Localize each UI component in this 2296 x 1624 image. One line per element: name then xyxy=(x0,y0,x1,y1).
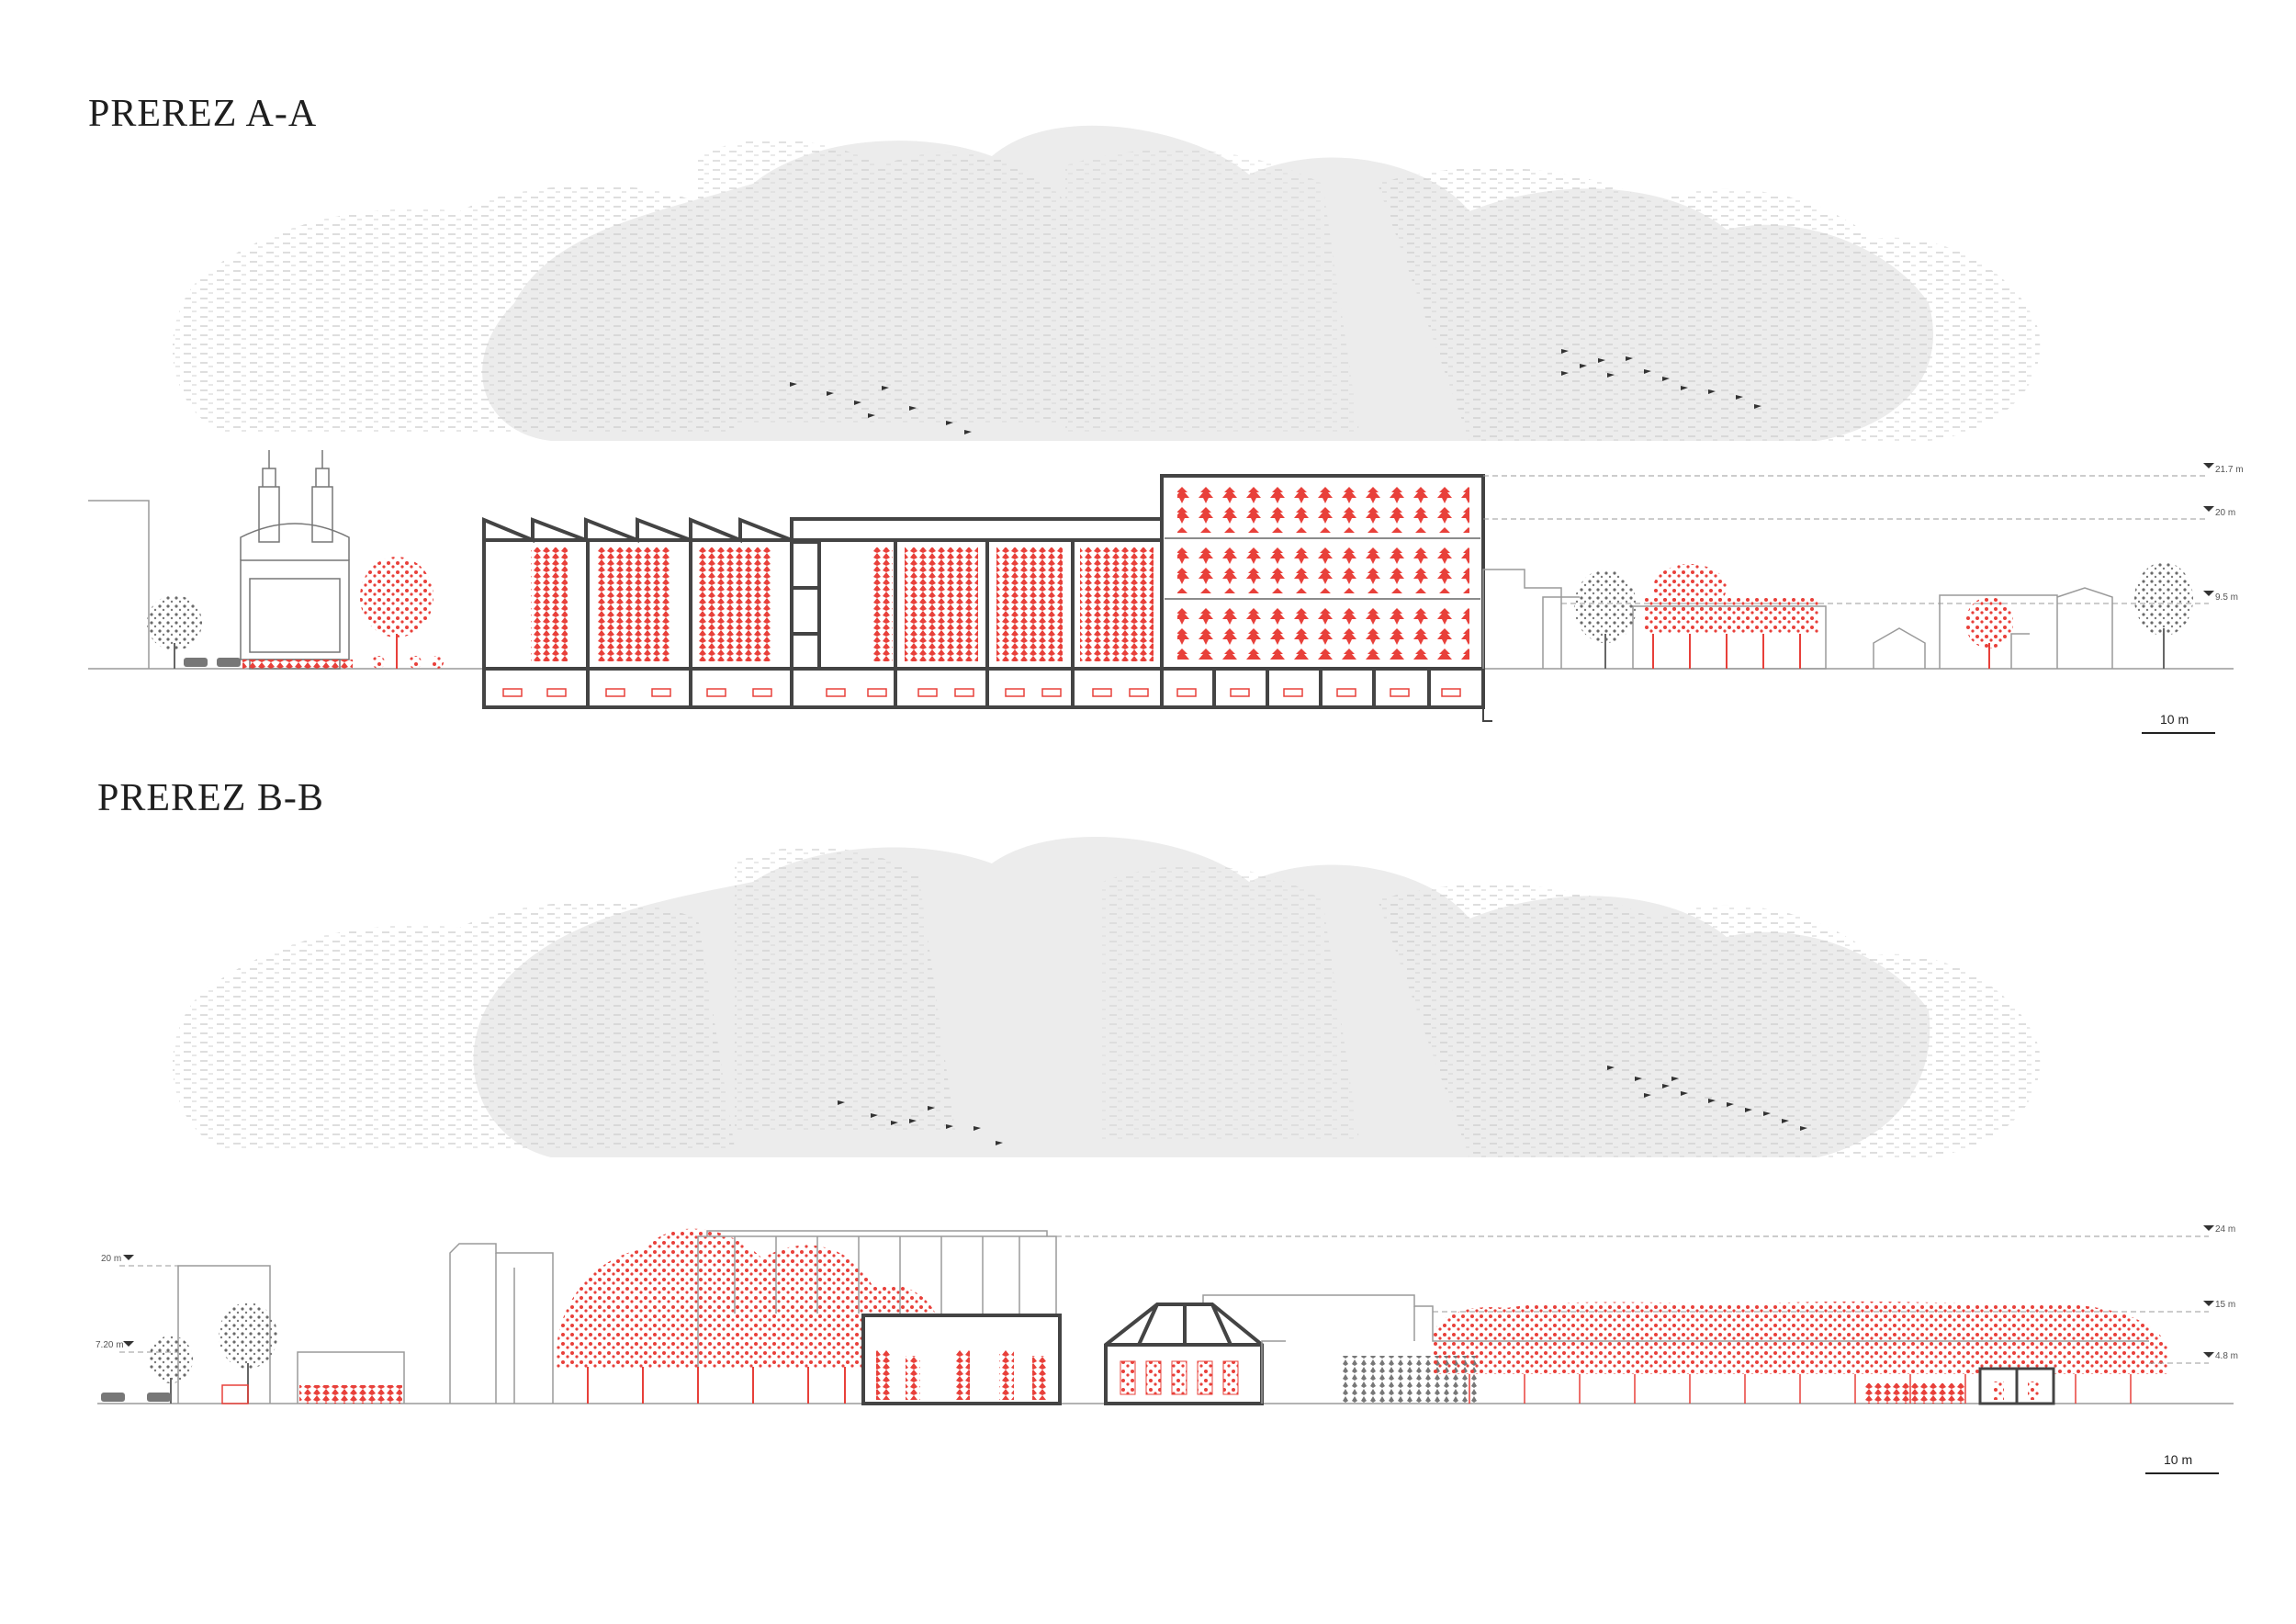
red-tree-row xyxy=(556,1228,942,1404)
red-bench xyxy=(221,1384,249,1404)
basement-tanks xyxy=(502,688,1461,697)
vertical-vines xyxy=(531,547,771,661)
scale-label: 10 m xyxy=(2160,712,2189,727)
greenhouse xyxy=(861,1314,1062,1405)
car-icon xyxy=(184,658,241,667)
section-a-a: 21.7 m 20 m 9.5 m 10 m xyxy=(88,125,2244,734)
red-hedge xyxy=(1864,1383,1965,1404)
level-label: 20 m xyxy=(101,1254,121,1264)
car-icon xyxy=(101,1393,171,1402)
section-b-b: 20 m 7.20 m 24 m 15 m 4.8 m 10 m xyxy=(96,837,2238,1474)
bird-flock-icon xyxy=(838,1066,1807,1145)
level-arrow-icon xyxy=(123,1225,2214,1358)
sawtooth-hall xyxy=(482,517,793,669)
red-tree-row xyxy=(1433,1301,2167,1404)
tree-icon xyxy=(149,1336,193,1404)
cloud-texture xyxy=(172,837,2041,1157)
context-buildings-right xyxy=(1482,569,2113,669)
vertical-farm-block xyxy=(1160,474,1485,671)
truss-hall-beds xyxy=(1120,1360,1239,1395)
tree-icon xyxy=(1574,570,1637,669)
level-markers xyxy=(1483,475,2209,604)
level-label: 7.20 m xyxy=(96,1340,124,1350)
level-label: 20 m xyxy=(2215,508,2235,518)
silos xyxy=(697,1230,1057,1367)
red-hedge xyxy=(299,1385,402,1404)
cloud-texture xyxy=(172,125,2041,441)
foundation-step xyxy=(1482,707,1492,722)
section-title-b: PREREZ B-B xyxy=(97,777,324,819)
context-building xyxy=(88,500,150,669)
level-markers xyxy=(119,1235,2209,1364)
scale-label: 10 m xyxy=(2164,1452,2192,1467)
tree-icon xyxy=(2134,562,2193,669)
level-label: 4.8 m xyxy=(2215,1351,2238,1361)
section-title-a: PREREZ A-A xyxy=(88,93,318,135)
level-arrow-icon xyxy=(2203,463,2214,596)
bird-flock-icon xyxy=(790,349,1761,434)
level-label: 24 m xyxy=(2215,1224,2235,1235)
level-label: 15 m xyxy=(2215,1300,2235,1310)
chimney-building xyxy=(240,450,350,670)
tree-icon xyxy=(360,557,433,669)
red-shrubs xyxy=(372,656,444,669)
pavilion xyxy=(1978,1367,2055,1405)
level-label: 21.7 m xyxy=(2215,465,2244,475)
level-label: 9.5 m xyxy=(2215,592,2238,603)
red-hedge xyxy=(242,660,353,669)
tree-icon xyxy=(147,595,202,669)
tree-icon xyxy=(1965,597,2013,669)
basement xyxy=(482,667,1485,709)
vertical-vines xyxy=(872,547,1154,661)
pergola xyxy=(1632,564,1827,670)
